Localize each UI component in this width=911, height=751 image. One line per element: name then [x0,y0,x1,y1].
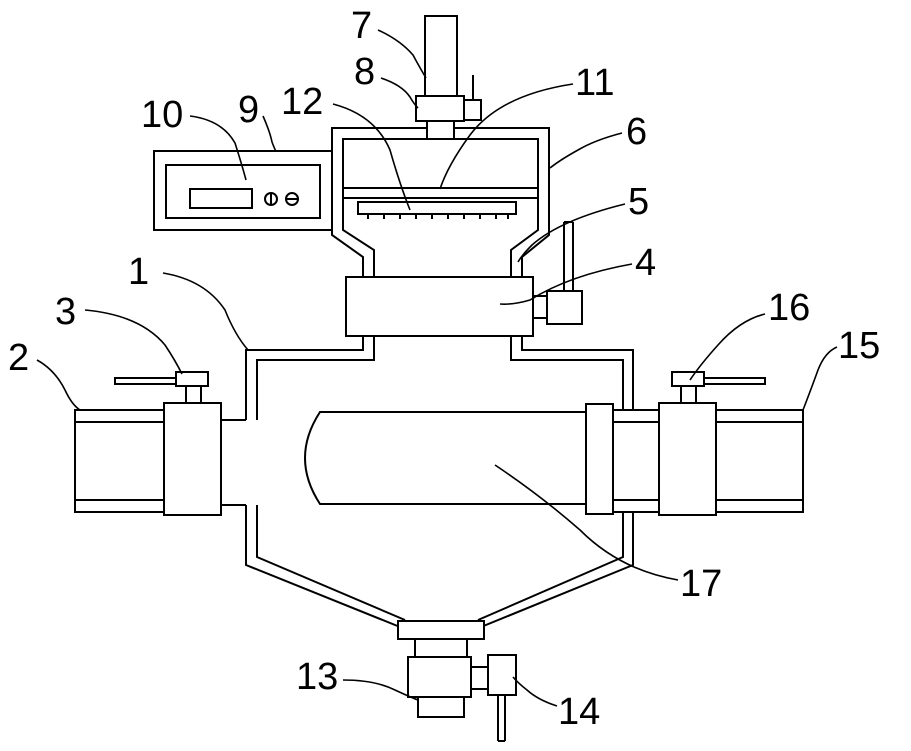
label-13: 13 [296,656,338,698]
label-9: 9 [238,89,259,131]
label-1: 1 [128,251,149,293]
label-15: 15 [838,325,880,367]
top-rod-assembly [415,15,482,140]
inner-plate [342,187,539,219]
label-11: 11 [575,62,614,104]
control-box [153,150,333,231]
label-10: 10 [141,94,183,136]
filter-cartridge [304,403,614,515]
label-4: 4 [635,242,656,284]
connector-block [345,221,583,337]
callout-labels: 1 2 3 4 5 6 7 8 9 10 11 12 13 14 15 16 1… [8,5,880,733]
label-6: 6 [626,111,647,153]
drain-assembly [397,620,517,742]
inlet-valve [114,371,222,516]
inlet-pipe [74,409,246,513]
label-3: 3 [55,291,76,333]
label-2: 2 [8,337,29,379]
label-17: 17 [680,563,722,605]
label-12: 12 [281,81,323,123]
label-8: 8 [354,51,375,93]
vessel-body [245,330,634,628]
label-14: 14 [558,691,600,733]
leader-lines [36,29,838,707]
label-5: 5 [628,181,649,223]
outlet-pipe [611,409,804,513]
label-7: 7 [351,5,372,47]
label-16: 16 [768,287,810,329]
outlet-valve [658,371,766,516]
